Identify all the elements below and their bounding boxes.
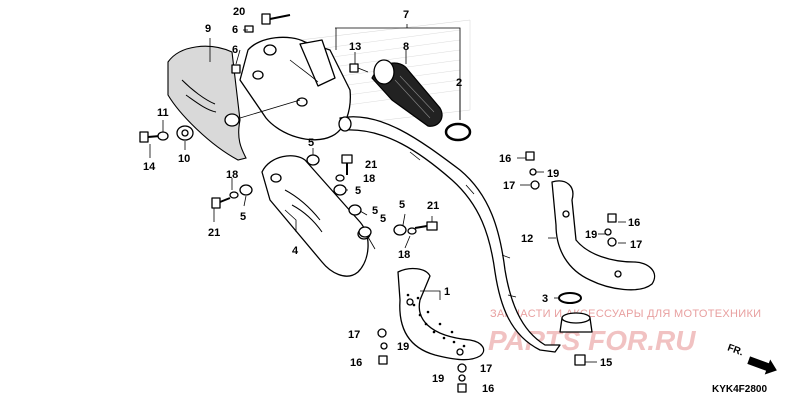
part-8-tail-pipe <box>371 59 443 127</box>
part-1-lower-guard <box>397 267 485 361</box>
callout-16-a: 16 <box>499 153 511 165</box>
callout-5-f: 5 <box>399 199 405 211</box>
front-direction-label: FR. <box>726 343 745 359</box>
callout-2: 2 <box>456 77 462 89</box>
callout-19-a: 19 <box>547 168 559 180</box>
callout-18-c: 18 <box>398 249 410 261</box>
callout-12: 12 <box>521 233 533 245</box>
part-9-heat-guard <box>167 45 247 161</box>
callout-14: 14 <box>143 161 156 173</box>
callout-21-a: 21 <box>365 159 377 171</box>
callout-labels: 20 6 6 9 7 8 13 2 11 14 10 5 21 18 18 5 … <box>143 6 642 395</box>
part-3-gasket <box>558 292 582 304</box>
part-4-side-heat-shield <box>261 155 371 277</box>
callout-10: 10 <box>178 153 190 165</box>
callout-18-b: 18 <box>226 169 238 181</box>
diagram-code: KYK4F2800 <box>712 384 767 395</box>
callout-16-b: 16 <box>628 217 640 229</box>
callout-5-d: 5 <box>372 205 378 217</box>
callout-8: 8 <box>403 41 409 53</box>
callout-19-d: 19 <box>432 373 444 385</box>
callout-16-d: 16 <box>482 383 494 395</box>
callout-6-top: 6 <box>232 24 238 36</box>
callout-15: 15 <box>600 357 612 369</box>
callout-9: 9 <box>205 23 211 35</box>
callout-5-e: 5 <box>380 213 386 225</box>
callout-13: 13 <box>349 41 361 53</box>
fasteners <box>139 13 617 393</box>
muffler-upper-body <box>239 36 351 141</box>
callout-5-a: 5 <box>308 137 314 149</box>
callout-21-c: 21 <box>427 200 439 212</box>
callout-6-mid: 6 <box>232 44 238 56</box>
arrow-right-icon <box>747 356 777 375</box>
part-12-right-guard <box>551 180 656 291</box>
part-15-joint <box>559 312 593 366</box>
callout-19-b: 19 <box>585 229 597 241</box>
callout-3: 3 <box>542 293 548 305</box>
callout-20: 20 <box>233 6 245 18</box>
callout-21-b: 21 <box>208 227 220 239</box>
callout-5-b: 5 <box>355 185 361 197</box>
callout-7: 7 <box>403 9 409 21</box>
callout-1: 1 <box>444 286 450 298</box>
callout-18-a: 18 <box>363 173 375 185</box>
callout-17-c: 17 <box>348 329 360 341</box>
callout-16-c: 16 <box>350 357 362 369</box>
watermark-caption: ЗАПЧАСТИ И АКСЕССУАРЫ ДЛЯ МОТОТЕХНИКИ <box>490 308 761 320</box>
callout-17-d: 17 <box>480 363 492 375</box>
leader-lines <box>149 24 626 363</box>
part-13-bolt <box>349 63 369 73</box>
callout-17-a: 17 <box>503 180 515 192</box>
exhaust-pipe <box>338 116 561 353</box>
callout-5-c: 5 <box>240 211 246 223</box>
part-2-gasket <box>444 122 472 142</box>
front-direction-indicator: FR. <box>726 343 777 375</box>
callout-17-b: 17 <box>630 239 642 251</box>
callout-11: 11 <box>157 107 169 119</box>
callout-19-c: 19 <box>397 341 409 353</box>
callout-4: 4 <box>292 245 299 257</box>
